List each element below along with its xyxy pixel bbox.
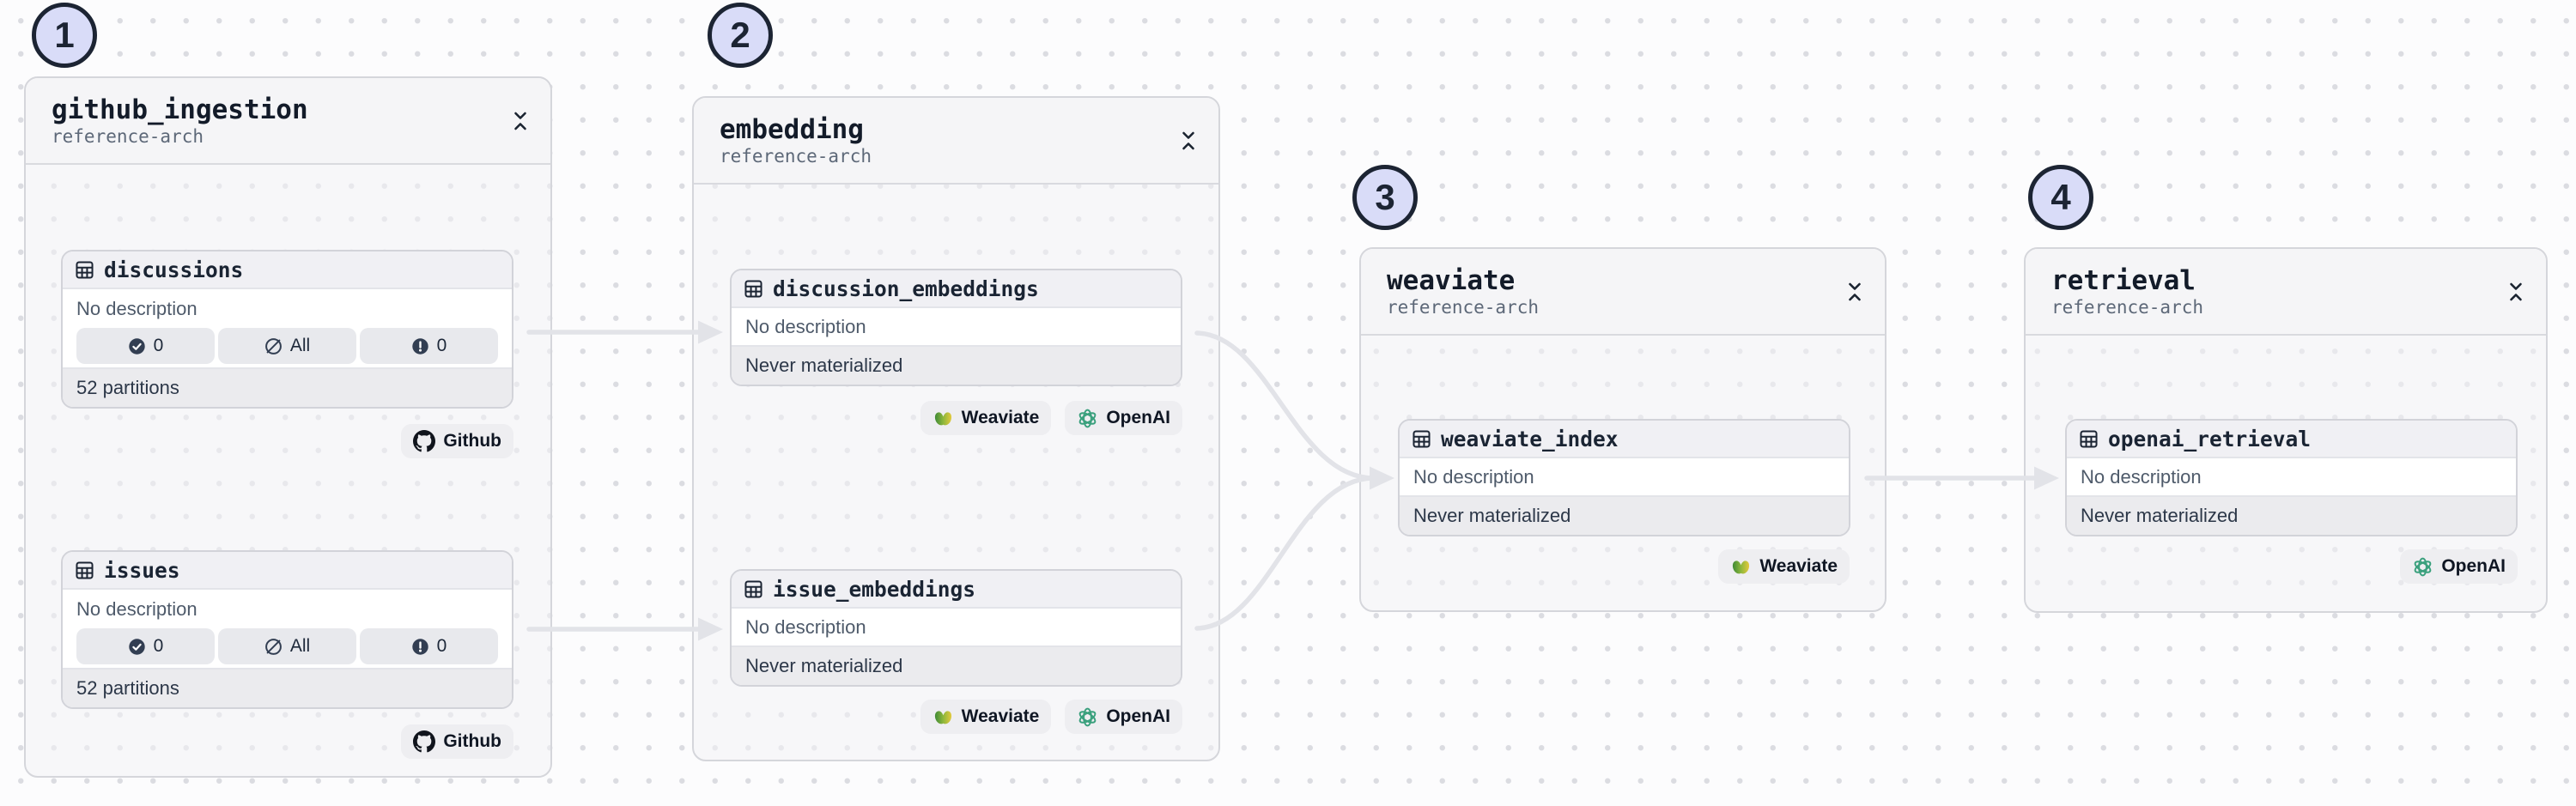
table-icon (744, 579, 762, 598)
asset-node-discussions[interactable]: discussions No description 0 All 0 52 pa… (61, 250, 513, 409)
asset-node-header: discussion_embeddings (732, 270, 1181, 308)
asset-description: No description (2081, 465, 2202, 488)
collapse-group-icon[interactable] (511, 108, 530, 134)
step-marker-1: 1 (32, 3, 97, 68)
asset-name: issues (104, 557, 180, 583)
table-icon (76, 260, 94, 279)
asset-node-header: issues (63, 552, 512, 590)
asset-description: No description (1413, 465, 1534, 488)
asset-node-header: weaviate_index (1400, 421, 1849, 458)
asset-node-body: No description 0 All 0 (63, 289, 512, 367)
weaviate-icon (934, 710, 951, 724)
table-icon (76, 561, 94, 579)
materialized-count-badge: 0 (76, 328, 215, 364)
kind-tag-openai[interactable]: OpenAI (2400, 549, 2518, 584)
group-title: weaviate (1387, 264, 1516, 296)
kind-tags-discussions: Github (401, 424, 513, 458)
asset-materialization-footer: Never materialized (1400, 495, 1849, 535)
alert-circle-icon (411, 638, 428, 655)
asset-name: weaviate_index (1441, 426, 1619, 451)
github-icon (413, 730, 436, 753)
collapse-group-icon[interactable] (2506, 279, 2525, 305)
asset-node-discussion-embeddings[interactable]: discussion_embeddings No description Nev… (730, 269, 1182, 386)
check-circle-icon (128, 638, 145, 655)
kind-tag-github[interactable]: Github (401, 424, 513, 458)
asset-materialization-footer: Never materialized (732, 645, 1181, 685)
kind-tags-issues: Github (401, 724, 513, 759)
kind-tags-issue-embeddings: Weaviate OpenAI (920, 700, 1182, 734)
asset-node-weaviate-index[interactable]: weaviate_index No description Never mate… (1398, 419, 1850, 536)
collapse-group-icon[interactable] (1845, 279, 1864, 305)
asset-partitions-footer: 52 partitions (63, 367, 512, 407)
step-marker-2: 2 (708, 3, 773, 68)
github-icon (413, 430, 436, 452)
asset-name: issue_embeddings (773, 576, 976, 602)
openai-icon (2414, 557, 2432, 576)
asset-node-body: No description 0 All 0 (63, 590, 512, 668)
asset-description: No description (76, 298, 197, 319)
group-subtitle: reference-arch (1387, 296, 1540, 318)
group-title: embedding (720, 113, 864, 145)
asset-status-badges: 0 All 0 (76, 328, 498, 364)
alert-circle-icon (411, 337, 428, 355)
openai-icon (1078, 409, 1097, 427)
weaviate-icon (1733, 560, 1750, 573)
step-marker-4: 4 (2028, 165, 2093, 230)
group-header: weaviate reference-arch (1361, 249, 1885, 336)
kind-tag-weaviate[interactable]: Weaviate (1718, 549, 1850, 584)
table-icon (1413, 429, 1431, 448)
kind-tags-weaviate-index: Weaviate (1718, 549, 1850, 584)
collapse-group-icon[interactable] (1179, 128, 1198, 154)
kind-tags-discussion-embeddings: Weaviate OpenAI (920, 401, 1182, 435)
missing-partitions-badge: All (218, 328, 356, 364)
asset-name: openai_retrieval (2108, 426, 2312, 451)
table-icon (2080, 429, 2098, 448)
kind-tag-openai[interactable]: OpenAI (1065, 700, 1182, 734)
asset-node-header: discussions (63, 251, 512, 289)
group-subtitle: reference-arch (720, 145, 872, 167)
asset-name: discussions (104, 257, 244, 282)
materialized-count-badge: 0 (76, 628, 215, 664)
openai-icon (1078, 707, 1097, 726)
table-icon (744, 279, 762, 298)
asset-name: discussion_embeddings (773, 276, 1039, 301)
asset-description: No description (76, 598, 197, 620)
group-subtitle: reference-arch (52, 125, 204, 147)
kind-tag-openai[interactable]: OpenAI (1065, 401, 1182, 435)
failed-count-badge: 0 (360, 628, 498, 664)
edge-discussion-embeddings-to-weaviate-index (1194, 330, 1376, 481)
group-header: github_ingestion reference-arch (26, 78, 550, 165)
weaviate-icon (934, 411, 951, 425)
group-header: retrieval reference-arch (2026, 249, 2546, 336)
asset-description: No description (745, 615, 866, 638)
kind-tags-openai-retrieval: OpenAI (2400, 549, 2518, 584)
asset-node-issues[interactable]: issues No description 0 All 0 52 partiti… (61, 550, 513, 709)
slash-circle-icon (264, 337, 282, 355)
group-subtitle: reference-arch (2051, 296, 2204, 318)
step-marker-3: 3 (1352, 165, 1418, 230)
edge-issue-embeddings-to-weaviate-index (1194, 476, 1376, 631)
missing-partitions-badge: All (218, 628, 356, 664)
kind-tag-github[interactable]: Github (401, 724, 513, 759)
asset-node-header: issue_embeddings (732, 571, 1181, 609)
asset-node-header: openai_retrieval (2067, 421, 2516, 458)
kind-tag-weaviate[interactable]: Weaviate (920, 700, 1052, 734)
asset-partitions-footer: 52 partitions (63, 668, 512, 707)
asset-materialization-footer: Never materialized (2067, 495, 2516, 535)
group-title: github_ingestion (52, 94, 308, 125)
kind-tag-weaviate[interactable]: Weaviate (920, 401, 1052, 435)
slash-circle-icon (264, 638, 282, 655)
asset-materialization-footer: Never materialized (732, 345, 1181, 385)
group-title: retrieval (2051, 264, 2196, 296)
failed-count-badge: 0 (360, 328, 498, 364)
asset-description: No description (745, 315, 866, 337)
asset-status-badges: 0 All 0 (76, 628, 498, 664)
group-header: embedding reference-arch (694, 98, 1218, 185)
check-circle-icon (128, 337, 145, 355)
asset-node-issue-embeddings[interactable]: issue_embeddings No description Never ma… (730, 569, 1182, 687)
asset-node-openai-retrieval[interactable]: openai_retrieval No description Never ma… (2065, 419, 2518, 536)
